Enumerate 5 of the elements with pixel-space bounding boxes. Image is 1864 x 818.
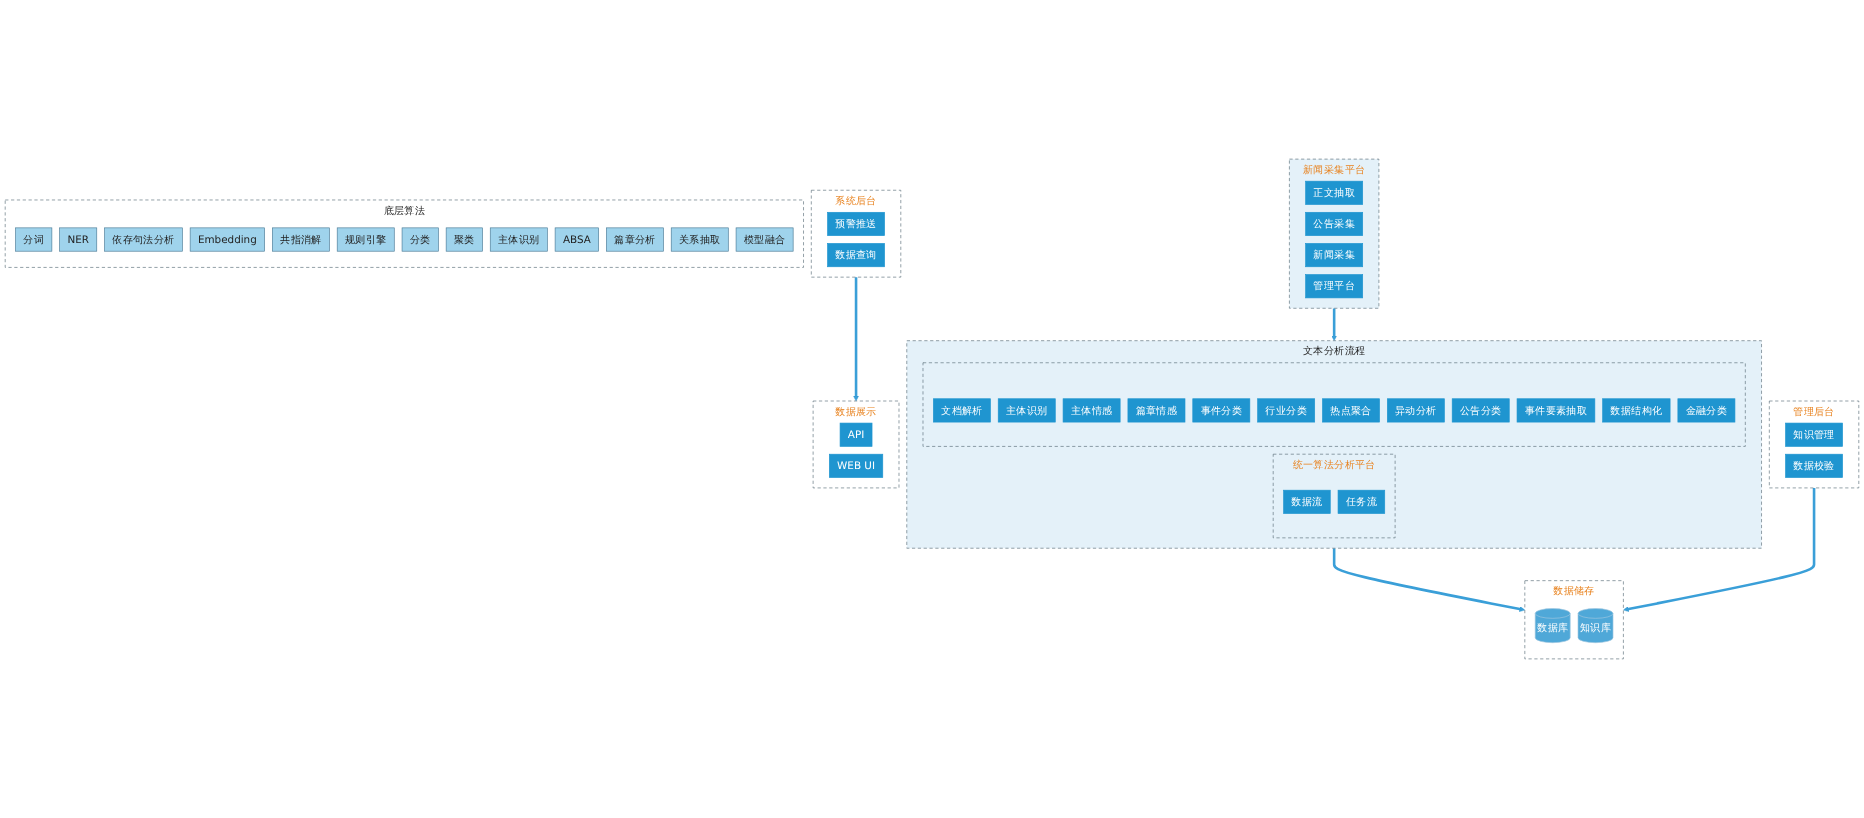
cluster [922, 362, 1746, 447]
arrow [1623, 487, 1816, 612]
arrow [1332, 548, 1526, 612]
arrow [1331, 308, 1337, 341]
arrow [853, 277, 859, 402]
